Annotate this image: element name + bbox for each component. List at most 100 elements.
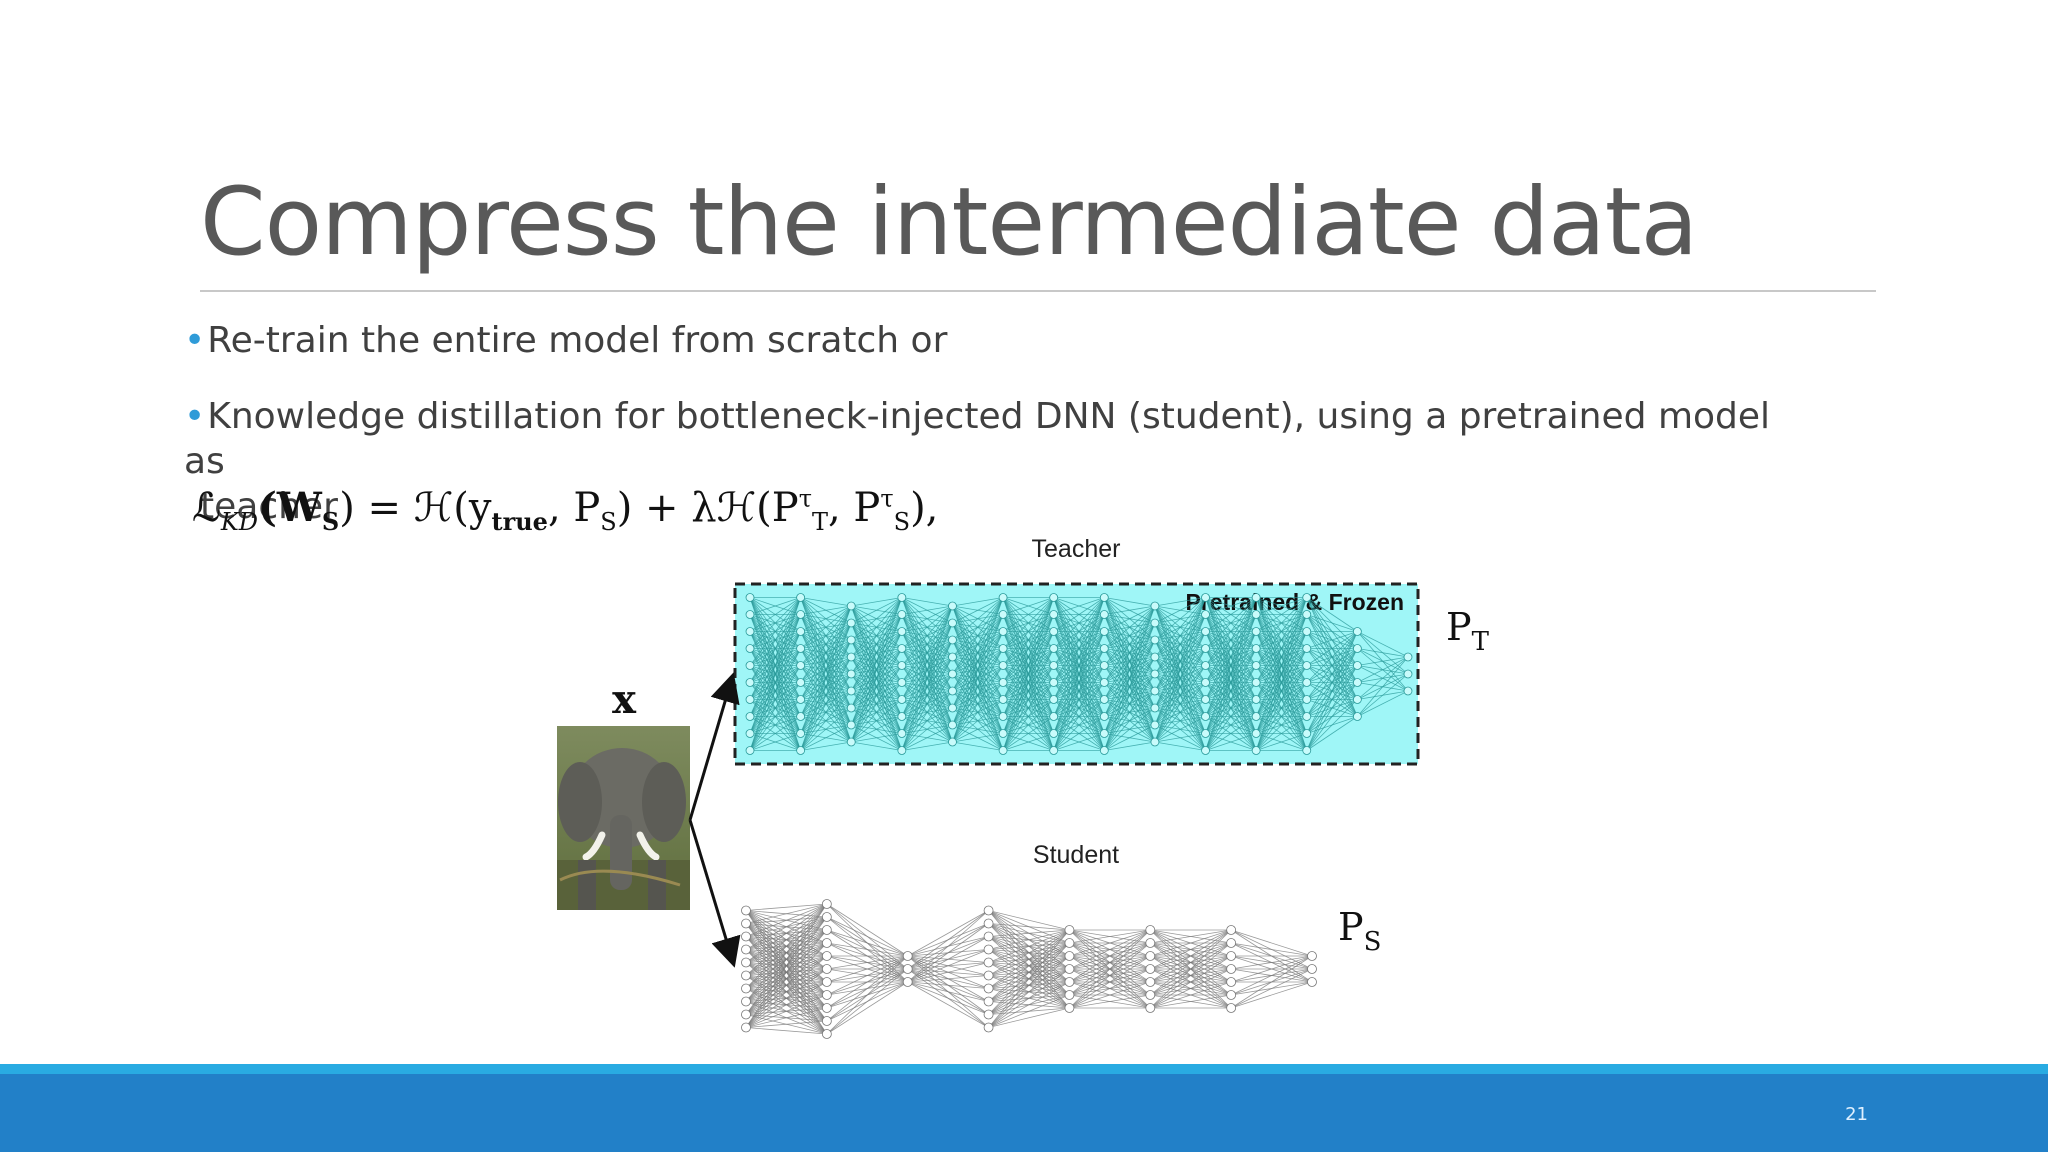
network-edge — [1053, 665, 1105, 751]
network-node — [1064, 925, 1075, 935]
network-node — [846, 635, 856, 645]
network-node — [1226, 964, 1237, 974]
network-edge — [1053, 682, 1105, 751]
network-edge — [901, 639, 953, 751]
network-node — [1049, 678, 1059, 687]
network-edge — [1231, 929, 1313, 957]
network-edge — [800, 605, 852, 649]
network-node — [948, 635, 957, 645]
network-node — [1201, 593, 1210, 602]
network-edge — [1069, 929, 1151, 1009]
network-edge — [988, 981, 1070, 1028]
distillation-diagram: Teacher Pretrained & Frozen Student x PT… — [557, 535, 1490, 1039]
network-edge — [901, 605, 953, 632]
network-edge — [1231, 981, 1313, 1009]
network-edge — [1002, 597, 1055, 666]
network-node — [1302, 644, 1312, 653]
network-node — [1049, 695, 1059, 704]
network-edge — [952, 597, 1004, 675]
network-node — [948, 737, 957, 747]
network-edge — [1306, 597, 1358, 632]
network-node — [1403, 652, 1413, 662]
network-node — [983, 905, 994, 916]
network-node — [1150, 669, 1160, 679]
network-node — [998, 678, 1008, 687]
network-node — [821, 912, 832, 922]
network-node — [902, 951, 913, 961]
network-edge — [851, 597, 902, 607]
network-edge — [749, 716, 801, 751]
network-edge — [749, 597, 801, 700]
network-edge — [1053, 597, 1105, 700]
network-edge — [800, 605, 852, 734]
network-edge — [1205, 597, 1257, 751]
network-node — [1064, 938, 1075, 948]
network-node — [1150, 618, 1160, 628]
network-node — [1251, 610, 1261, 619]
network-edge — [901, 656, 953, 751]
network-node — [897, 729, 907, 738]
network-node — [897, 712, 907, 721]
network-edge — [907, 949, 989, 983]
network-edge — [1154, 597, 1206, 709]
network-edge — [745, 903, 828, 976]
formula-part: S — [600, 508, 617, 536]
network-edge — [1069, 955, 1151, 1009]
network-node — [1150, 703, 1160, 713]
network-edge — [749, 597, 801, 734]
network-node — [846, 737, 856, 747]
network-node — [741, 957, 751, 968]
network-edge — [745, 942, 828, 1028]
network-edge — [850, 597, 903, 709]
network-node — [1201, 746, 1210, 755]
network-edge — [745, 903, 828, 937]
network-edge — [988, 968, 1070, 1028]
network-edge — [1231, 955, 1313, 983]
network-edge — [1255, 648, 1308, 751]
network-edge — [1255, 597, 1308, 666]
network-edge — [1002, 733, 1054, 751]
bullet-retrain: •Re-train the entire model from scratch … — [184, 318, 947, 363]
kd-loss-formula: ℒKD(WS) = ℋ(ytrue, PS) + λℋ(PτT, PτS), — [192, 484, 938, 536]
network-edge — [749, 597, 801, 615]
network-edge — [1230, 955, 1313, 996]
network-edge — [1150, 955, 1232, 1009]
network-edge — [745, 903, 827, 911]
network-edge — [1255, 716, 1307, 751]
footer-bar — [0, 1074, 2048, 1152]
network-edge — [1150, 929, 1232, 996]
network-edge — [1002, 597, 1055, 734]
network-edge — [1230, 955, 1313, 1009]
network-edge — [907, 981, 989, 1015]
network-edge — [745, 1027, 827, 1035]
network-edge — [1154, 733, 1206, 743]
network-edge — [952, 631, 1004, 743]
network-node — [1049, 610, 1059, 619]
network-edge — [1306, 716, 1358, 751]
network-node — [897, 593, 907, 602]
network-edge — [1255, 597, 1308, 649]
network-edge — [1205, 597, 1257, 700]
formula-part: S — [893, 508, 911, 536]
network-edge — [826, 955, 908, 1022]
network-edge — [901, 673, 953, 751]
network-node — [948, 703, 957, 713]
network-node — [1226, 951, 1237, 961]
network-edge — [826, 968, 908, 1035]
network-node — [846, 601, 856, 611]
network-edge — [1002, 716, 1054, 751]
network-edge — [1306, 614, 1358, 632]
network-node — [1403, 686, 1413, 696]
network-node — [796, 695, 806, 704]
network-node — [741, 905, 751, 916]
network-node — [983, 918, 994, 929]
network-edge — [1205, 648, 1257, 751]
network-node — [821, 964, 832, 974]
network-node — [902, 977, 913, 987]
network-edge — [1150, 929, 1232, 983]
network-node — [998, 746, 1008, 755]
network-edge — [800, 690, 852, 751]
network-edge — [850, 597, 903, 726]
network-edge — [1069, 929, 1151, 944]
network-node — [1049, 746, 1059, 755]
